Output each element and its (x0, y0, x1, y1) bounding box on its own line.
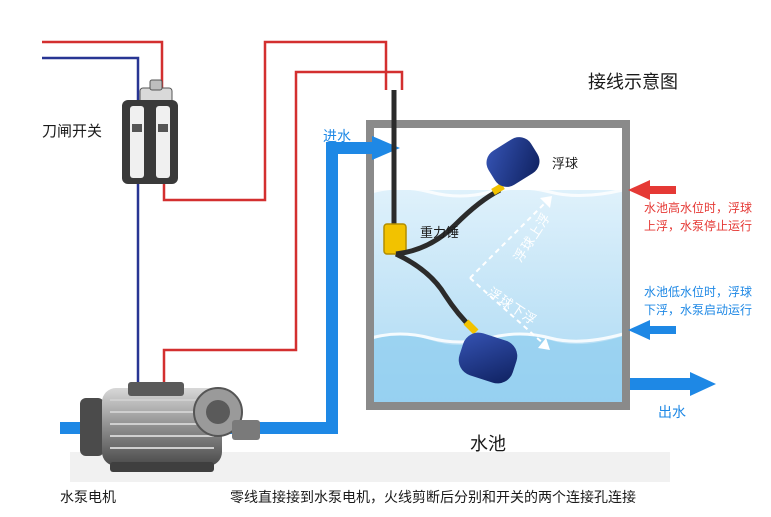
upper-float-collar (491, 182, 505, 196)
motor-label: 水泵电机 (60, 490, 116, 506)
float-cable-upper (395, 187, 502, 257)
float-up-arrowhead (540, 196, 552, 208)
pool-label: 水池 (470, 434, 506, 455)
float-cable-lower (394, 251, 474, 330)
float-down-arrow (469, 277, 546, 346)
inlet-pipe (60, 142, 372, 434)
water-surface-wave (370, 186, 624, 198)
diagram-title: 接线示意图 (588, 72, 678, 93)
live-wire-switch-to-float (162, 40, 388, 202)
float-label: 浮球 (552, 157, 579, 172)
neutral-wire (42, 56, 140, 410)
lower-float-icon (458, 332, 518, 384)
low-level-arrow (628, 320, 676, 340)
outlet-label: 出水 (658, 405, 686, 421)
knife-switch (122, 79, 178, 184)
float-down-arrowhead (538, 338, 550, 350)
upper-float-icon (486, 137, 540, 187)
outlet-arrow (690, 372, 716, 396)
float-up-arrow (469, 199, 549, 279)
inlet-label: 进水 (323, 129, 351, 145)
lower-float-collar (463, 319, 479, 335)
live-wire-float-to-motor (162, 70, 404, 400)
high-level-note-line-2: 上浮，水泵停止运行 (644, 219, 753, 233)
high-level-note-line-1: 水池高水位时，浮球 (644, 201, 753, 215)
high-level-arrow (628, 180, 676, 200)
low-level-note-line-1: 水池低水位时，浮球 (644, 285, 753, 299)
wiring-caption: 零线直接接到水泵电机，火线剪断后分别和开关的两个连接孔连接 (230, 490, 636, 506)
pump-motor (80, 382, 260, 472)
low-level-note-line-2: 下浮，水泵启动运行 (644, 303, 753, 317)
high-level-note: 水池高水位时，浮球 上浮，水泵停止运行 (644, 199, 752, 235)
inlet-arrow (372, 136, 400, 160)
low-level-note: 水池低水位时，浮球 下浮，水泵启动运行 (644, 283, 752, 319)
weight-icon (383, 223, 407, 255)
weight-label: 重力锤 (420, 226, 460, 241)
knife-switch-label: 刀闸开关 (42, 122, 103, 140)
